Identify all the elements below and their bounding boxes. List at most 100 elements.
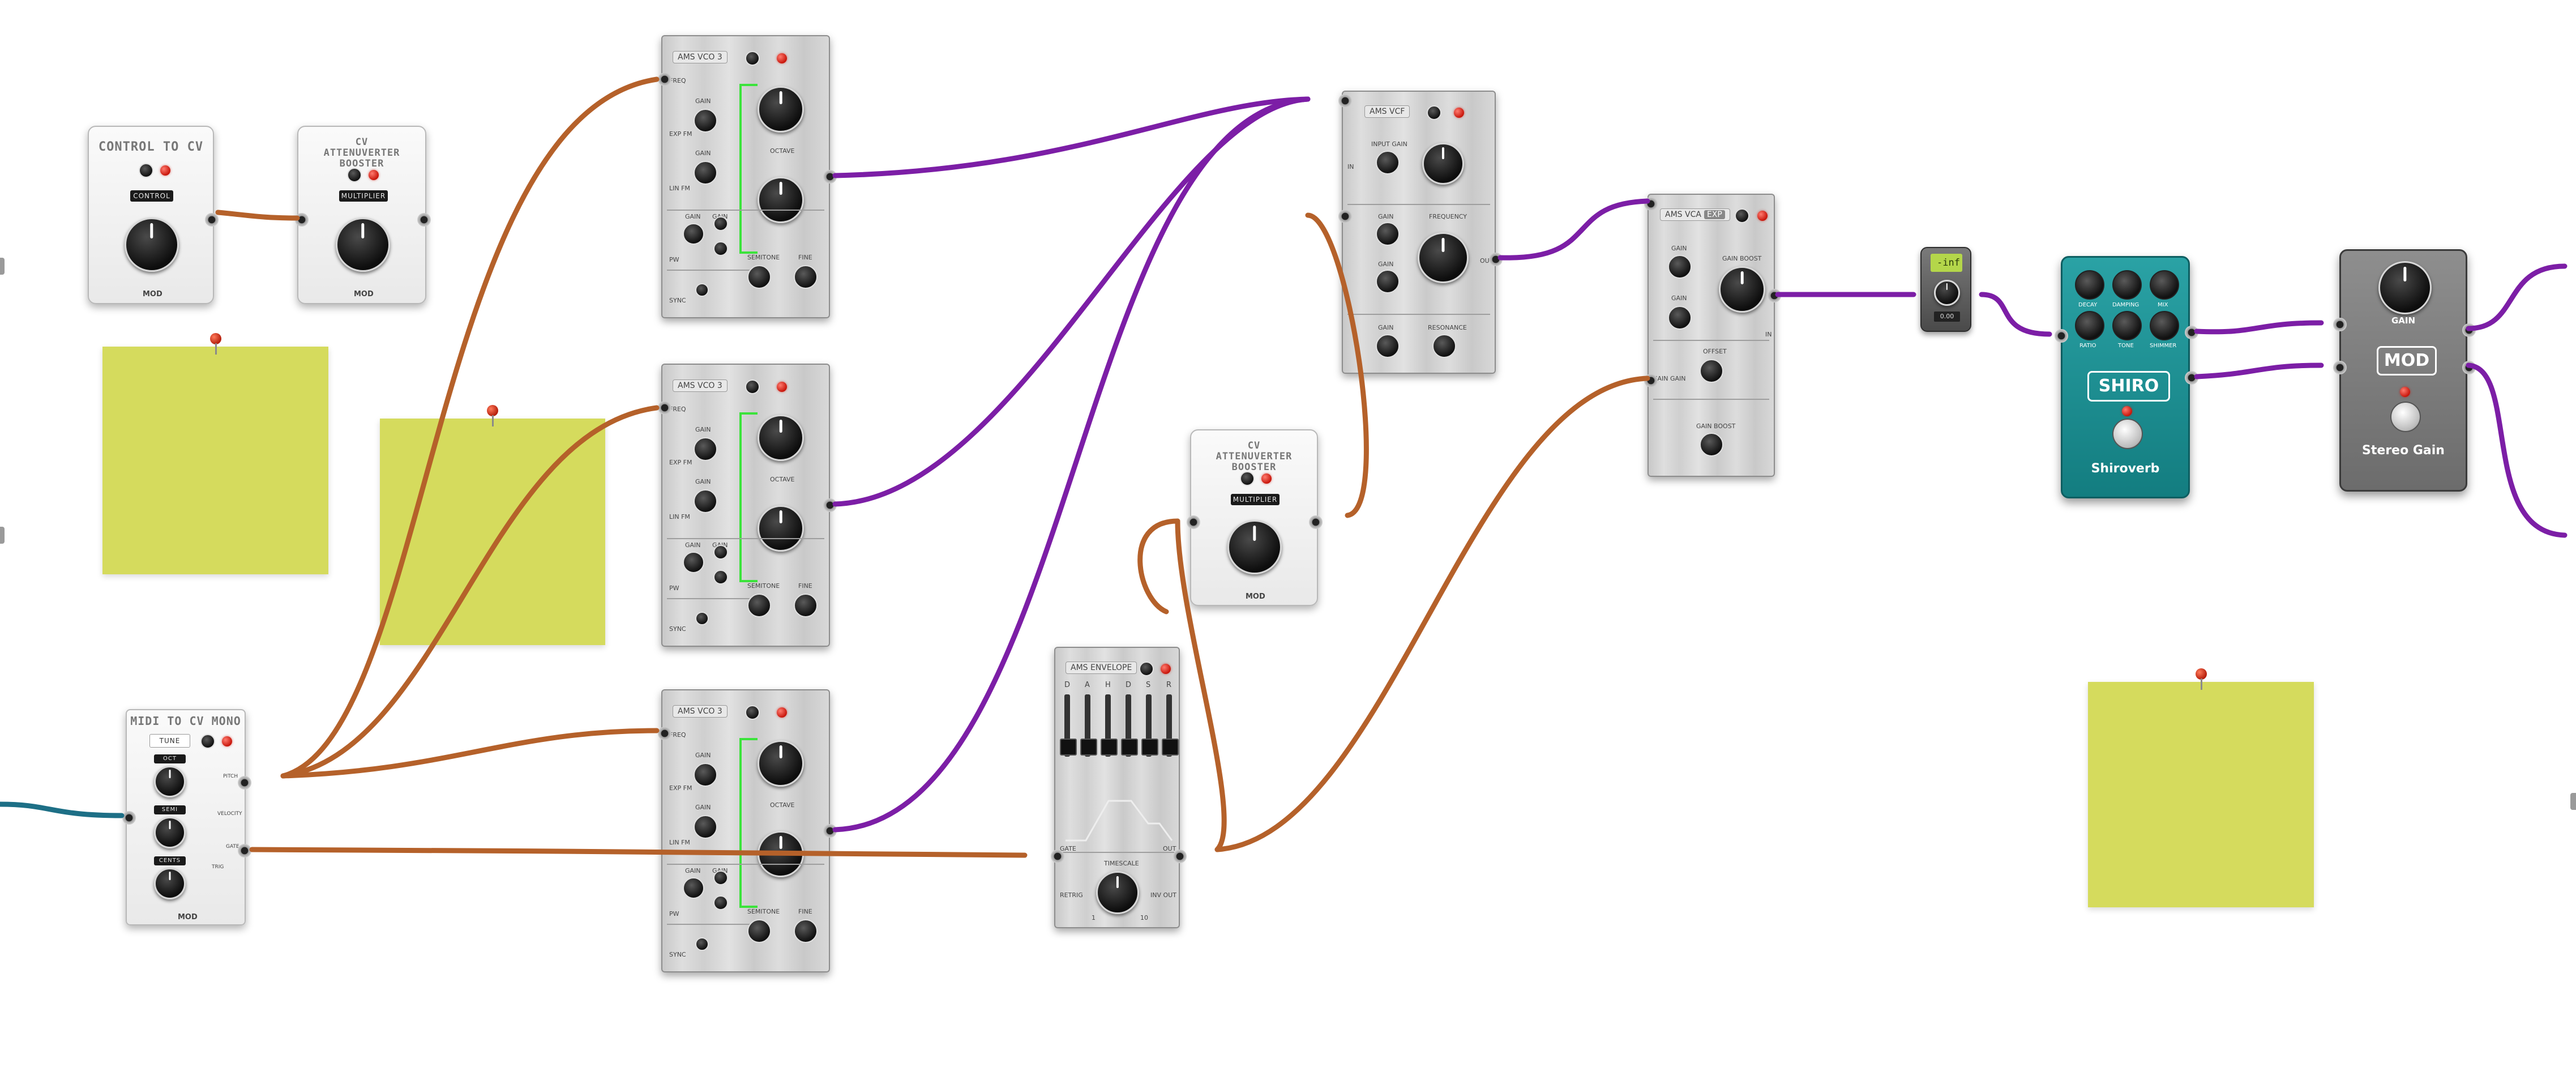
sync-knob[interactable]	[695, 937, 709, 951]
cable-midi-gate-to-env[interactable]	[249, 847, 1028, 858]
gate-in-jack[interactable]	[1051, 850, 1064, 863]
bypass-knob[interactable]	[139, 163, 153, 178]
gain-knob[interactable]	[694, 109, 717, 133]
ams-vco-3-module[interactable]: AMS VCO 3 FREQ GAIN EXP FM GAIN LIN FM O…	[658, 689, 837, 972]
audio-out-jack[interactable]	[823, 498, 837, 512]
gain-knob[interactable]	[694, 763, 717, 787]
bypass-knob[interactable]	[745, 379, 760, 394]
shiroverb-pedal[interactable]: DECAY DAMPING MIX RATIO TONE SHIMMER SHI…	[2055, 256, 2198, 498]
audio-out-jack-l[interactable]	[2185, 326, 2198, 339]
timescale-knob[interactable]	[1096, 871, 1139, 914]
audio-out-jack-l[interactable]	[2462, 323, 2476, 337]
attack-fader[interactable]	[1080, 694, 1097, 757]
bypass-knob[interactable]	[1427, 105, 1441, 120]
hold-fader[interactable]	[1101, 694, 1118, 757]
semitone-knob[interactable]	[154, 817, 186, 848]
pw-knob[interactable]	[713, 545, 728, 560]
cable-vcf-to-vca[interactable]	[1497, 198, 1650, 261]
midi-in-jack[interactable]	[122, 811, 136, 825]
gate-out-jack[interactable]	[238, 844, 251, 857]
pw-mod-knob[interactable]	[713, 570, 728, 584]
audio-out-jack[interactable]	[1768, 289, 1781, 302]
cv-in-jack[interactable]	[1187, 515, 1200, 529]
ams-envelope-module[interactable]: AMS ENVELOPE D A H D S R TIMESCALE 1 10 …	[1051, 647, 1187, 928]
cable-midi-in[interactable]	[0, 801, 125, 818]
octave-knob[interactable]	[758, 177, 804, 223]
control-to-cv-module[interactable]: CONTROL TO CV CONTROL MOD	[88, 126, 219, 304]
audio-out-jack[interactable]	[823, 170, 837, 184]
tone-knob[interactable]	[2112, 311, 2142, 340]
control-knob[interactable]	[125, 217, 179, 272]
audio-in-jack-r[interactable]	[2333, 361, 2347, 374]
gain-knob[interactable]	[683, 223, 704, 245]
cv-out-jack[interactable]	[205, 213, 219, 227]
cv-out-jack[interactable]	[417, 213, 431, 227]
octave-knob[interactable]	[758, 505, 804, 552]
fine-knob[interactable]	[794, 265, 818, 289]
bypass-knob[interactable]	[1735, 208, 1749, 223]
cable-shiro-to-gain-1[interactable]	[2194, 320, 2324, 335]
decay-knob[interactable]	[2075, 270, 2104, 300]
audio-out-jack[interactable]	[823, 824, 837, 838]
sync-knob[interactable]	[695, 283, 709, 297]
mix-knob[interactable]	[2150, 270, 2179, 300]
cable-control-to-atten[interactable]	[215, 210, 300, 221]
resonance-knob[interactable]	[1432, 334, 1456, 358]
system-capture-jack[interactable]	[0, 258, 5, 275]
ratio-knob[interactable]	[2075, 311, 2104, 340]
gain-knob[interactable]	[694, 489, 717, 513]
stereo-gain-pedal[interactable]: GAIN MOD Stereo Gain	[2333, 249, 2476, 492]
bypass-knob[interactable]	[200, 734, 215, 749]
octave-knob[interactable]	[154, 766, 186, 797]
bypass-knob[interactable]	[347, 168, 362, 182]
cable-midi-pitch-to-vco3[interactable]	[280, 728, 660, 779]
sticky-note[interactable]	[380, 405, 605, 645]
frequency-knob[interactable]	[1418, 232, 1469, 283]
waveform-knob[interactable]	[758, 415, 804, 461]
audio-out-jack[interactable]	[1489, 253, 1503, 266]
gain-knob[interactable]	[1668, 255, 1692, 279]
audio-in-jack[interactable]	[1338, 94, 1352, 108]
gain-knob[interactable]	[1376, 270, 1400, 293]
offset-knob[interactable]	[1700, 359, 1723, 383]
sticky-note[interactable]	[2088, 668, 2314, 907]
cable-gain-out-1[interactable]	[2466, 263, 2568, 331]
system-playback-jack[interactable]	[2570, 793, 2576, 810]
ams-vcf-module[interactable]: AMS VCF INPUT GAIN IN GAIN GAIN FREQUENC…	[1338, 91, 1503, 374]
cv-in-jack[interactable]	[1644, 374, 1658, 387]
midi-to-cv-mono-module[interactable]: MIDI TO CV MONO TUNE OCT SEMI CENTS PITC…	[122, 709, 251, 925]
gain-knob[interactable]	[2378, 261, 2432, 314]
multiplier-knob[interactable]	[336, 217, 390, 272]
bypass-footswitch[interactable]	[2112, 419, 2143, 449]
bypass-knob[interactable]	[745, 705, 760, 720]
multiplier-knob[interactable]	[1227, 520, 1282, 574]
system-capture-jack[interactable]	[0, 527, 5, 544]
gain-meter-module[interactable]: -inf 0.00	[1920, 247, 1971, 332]
bypass-knob[interactable]	[745, 51, 760, 66]
pw-mod-knob[interactable]	[713, 241, 728, 256]
ams-vco-3-module[interactable]: AMS VCO 3 FREQ GAIN EXP FM GAIN LIN FM O…	[658, 35, 837, 318]
audio-in-jack-l[interactable]	[2333, 318, 2347, 331]
gain-knob[interactable]	[1376, 334, 1400, 358]
sync-knob[interactable]	[695, 612, 709, 625]
sustain-fader[interactable]	[1141, 694, 1158, 757]
damping-knob[interactable]	[2112, 270, 2142, 300]
audio-out-jack-r[interactable]	[2462, 361, 2476, 374]
gain-knob[interactable]	[1668, 306, 1692, 330]
gain-knob[interactable]	[694, 815, 717, 839]
pw-knob[interactable]	[713, 216, 728, 231]
bypass-knob[interactable]	[1240, 471, 1255, 486]
freq-in-jack[interactable]	[658, 727, 671, 740]
pitch-out-jack[interactable]	[238, 776, 251, 790]
freq-in-jack[interactable]	[658, 72, 671, 86]
gain-knob[interactable]	[1934, 280, 1960, 306]
waveform-knob[interactable]	[758, 740, 804, 787]
cv-attenuverter-booster-module[interactable]: CV ATTENUVERTER BOOSTER MULTIPLIER MOD	[1187, 429, 1323, 606]
pw-mod-knob[interactable]	[713, 895, 728, 910]
freq-in-jack[interactable]	[658, 401, 671, 415]
sticky-note[interactable]	[102, 333, 328, 574]
gain-knob[interactable]	[694, 437, 717, 461]
ams-vco-3-module[interactable]: AMS VCO 3 FREQ GAIN EXP FM GAIN LIN FM O…	[658, 364, 837, 647]
audio-out-jack-r[interactable]	[2185, 371, 2198, 385]
cable-gain-out-2[interactable]	[2466, 362, 2568, 538]
